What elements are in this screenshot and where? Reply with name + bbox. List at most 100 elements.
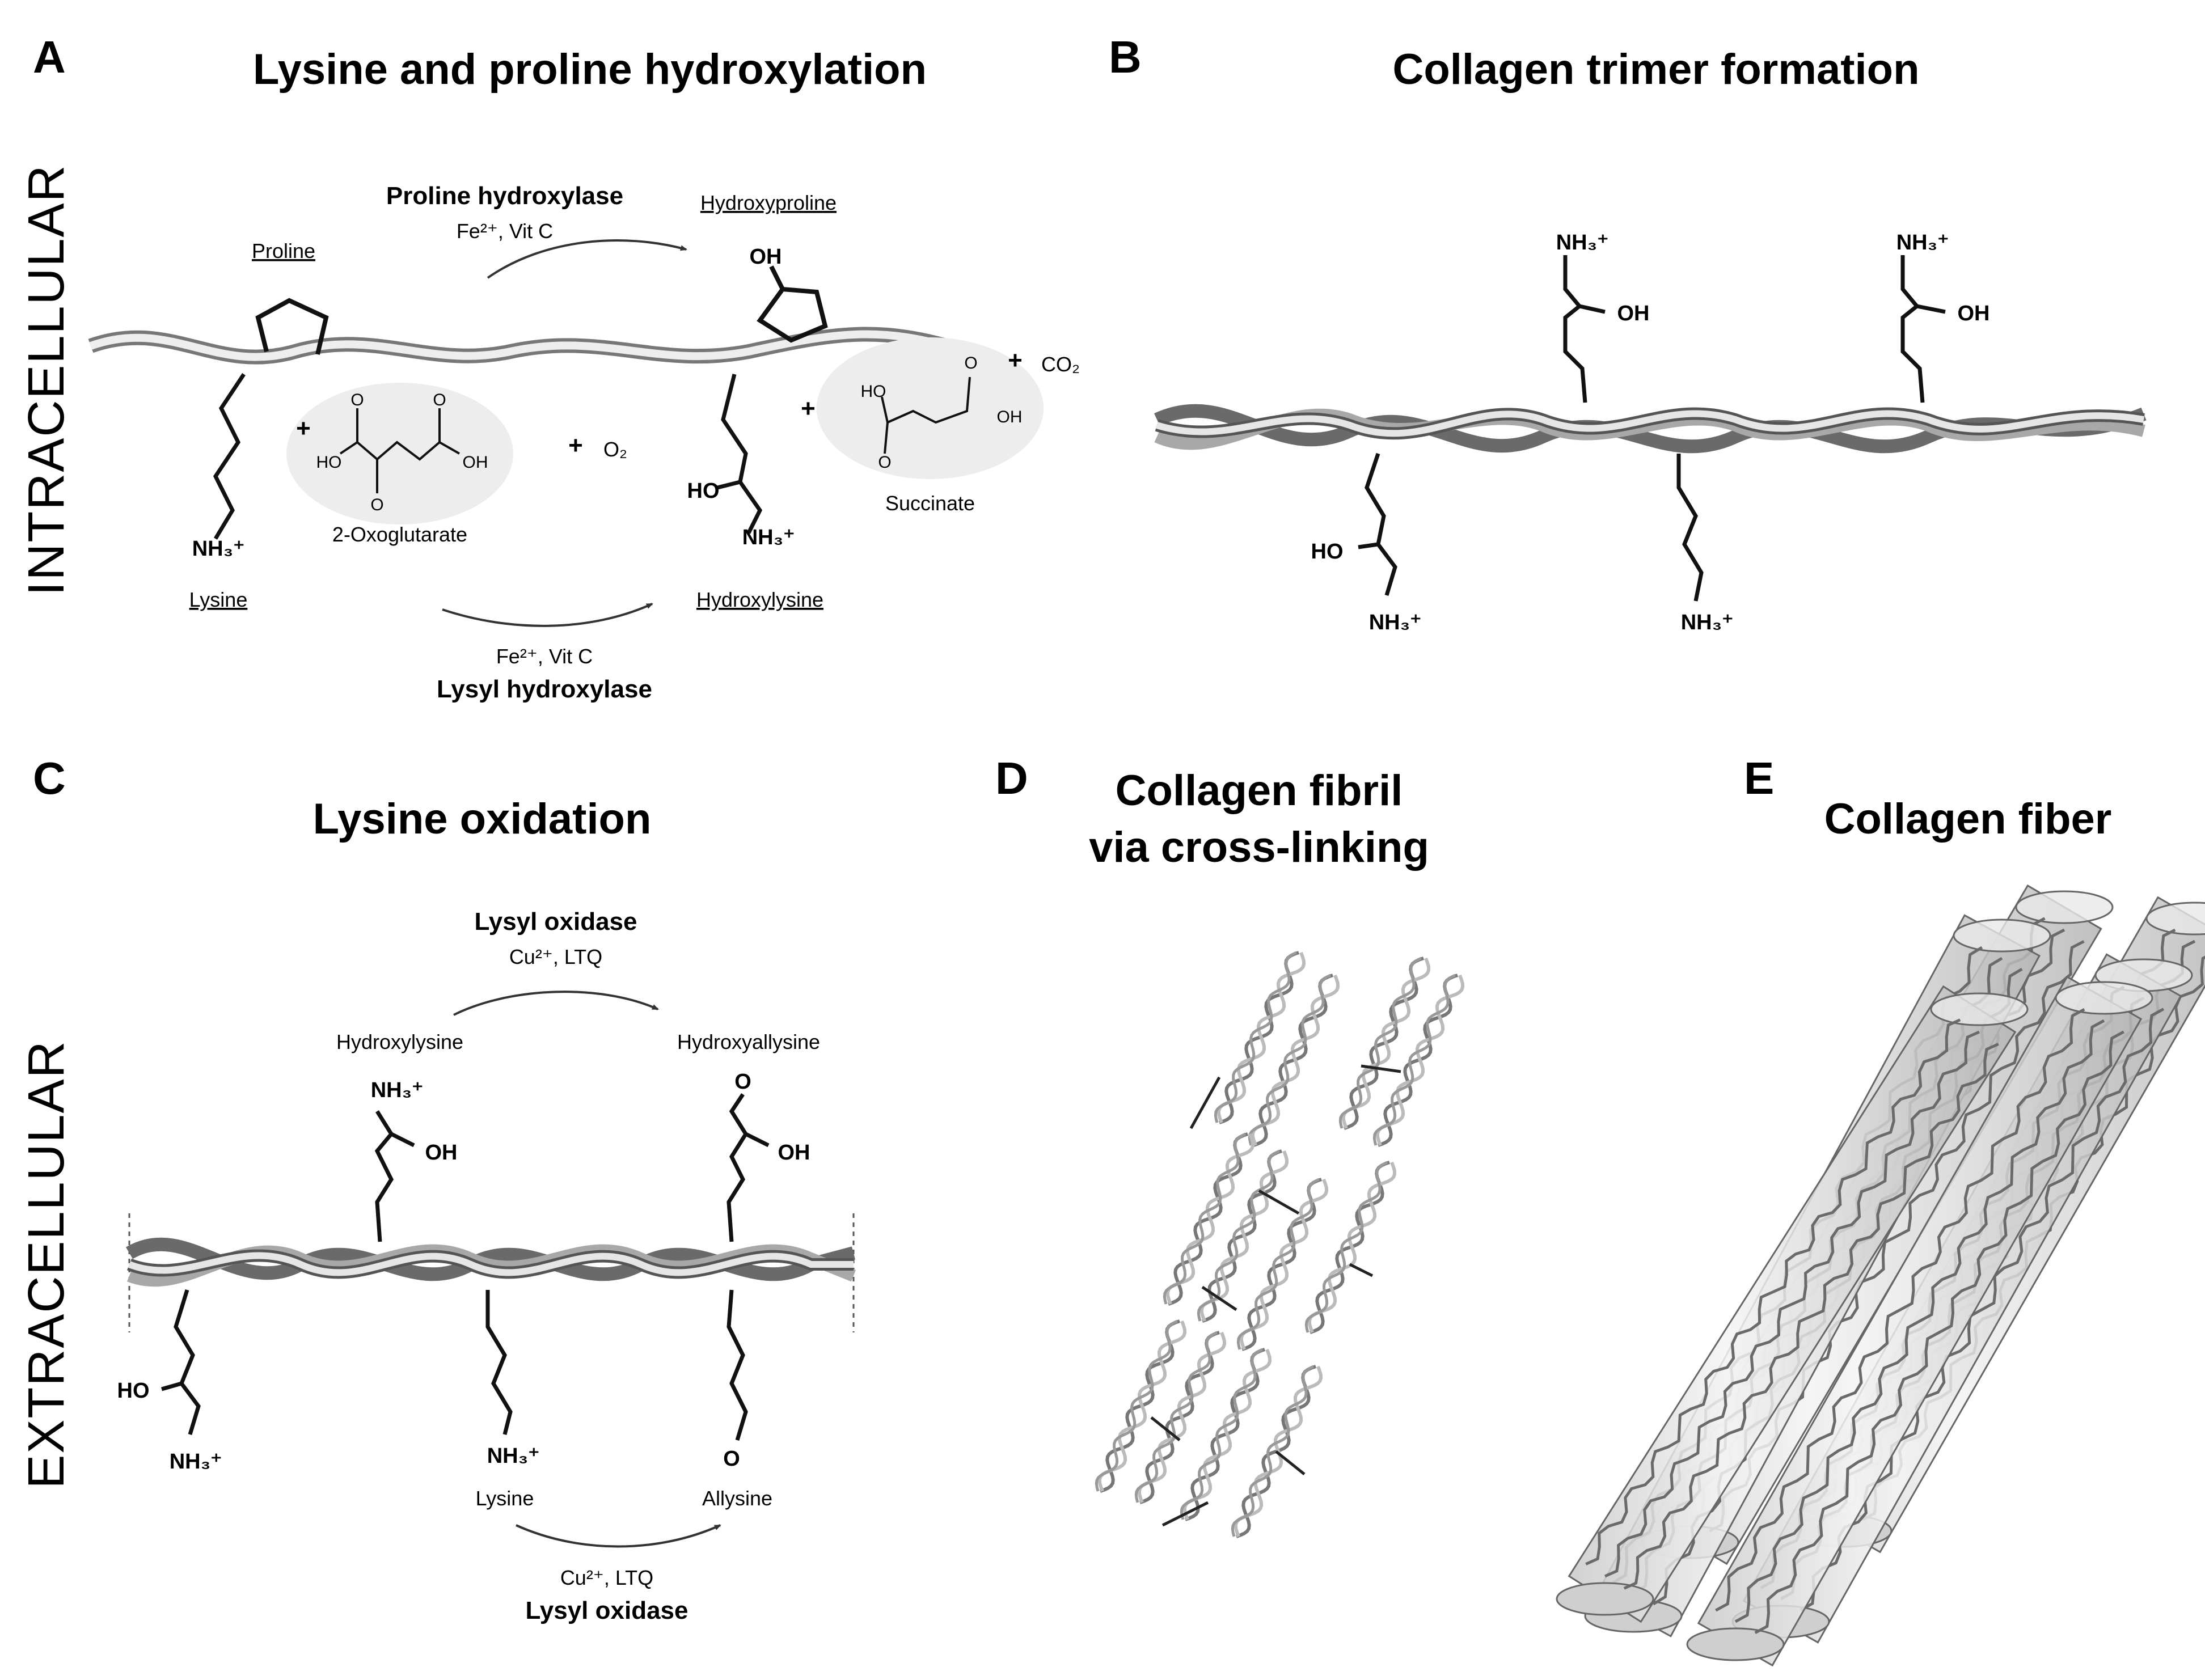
cross-link	[1349, 1263, 1374, 1277]
succinate-o1: O	[878, 453, 891, 472]
b-nh3-3: NH₃⁺	[1369, 611, 1422, 634]
panel-b: B Collagen trimer formation NH₃⁺ OH NH₃⁺…	[1109, 32, 2147, 634]
helix-strand	[1372, 974, 1456, 1146]
succinate-label: Succinate	[885, 492, 975, 515]
c-top-enzyme: Lysyl oxidase	[475, 908, 637, 936]
plus-1: +	[296, 414, 311, 442]
fiber-cylinder	[1556, 985, 2029, 1623]
oxoglutarate-o1: O	[350, 391, 364, 409]
helix-strand	[1185, 1348, 1265, 1521]
panel-a-title: Lysine and proline hydroxylation	[253, 45, 927, 94]
b-sidechain-4	[1676, 454, 1704, 602]
helix-strand	[1378, 974, 1458, 1147]
hydroxylysine-label: Hydroxylysine	[696, 588, 823, 611]
c-top-cofactor: Cu²⁺, LTQ	[509, 945, 602, 968]
peptide-backbone	[88, 327, 967, 365]
lysine-nh3: NH₃⁺	[192, 537, 245, 561]
proline-hydroxylase-cofactor: Fe²⁺, Vit C	[457, 219, 553, 243]
helix-strand	[1248, 974, 1332, 1146]
c-nh3-3: NH₃⁺	[487, 1444, 540, 1468]
c-oh-1: OH	[425, 1141, 458, 1165]
oxoglutarate-o2: O	[370, 496, 383, 514]
panel-d: D Collagen fibril via cross-linking	[995, 753, 1465, 1538]
helix-strand	[1231, 1365, 1315, 1537]
c-sidechain-down-1	[174, 1289, 201, 1436]
helix-strand	[1338, 957, 1422, 1129]
helix-strand	[1095, 1319, 1178, 1492]
mini-triple-helix	[1134, 1331, 1227, 1504]
helix-strand	[1180, 1348, 1264, 1520]
b-nh3-2: NH₃⁺	[1896, 231, 1949, 255]
cross-link	[1150, 1416, 1181, 1441]
plus-3: +	[801, 395, 816, 422]
oxoglutarate-ho: HO	[316, 453, 342, 472]
cross-link	[1201, 1285, 1237, 1311]
oxoglutarate-label: 2-Oxoglutarate	[332, 523, 467, 546]
plus-2: +	[568, 431, 583, 459]
helix-strand	[1182, 1348, 1272, 1521]
extracellular-label: EXTRACELLULAR	[18, 1040, 75, 1488]
succinate-structure	[881, 376, 971, 424]
c-hydroxyallysine-label: Hydroxyallysine	[677, 1030, 820, 1053]
mini-triple-helix	[1180, 1348, 1272, 1521]
helix-strand	[1168, 1132, 1248, 1306]
c-bottom-cofactor: Cu²⁺, LTQ	[560, 1566, 653, 1589]
b-sidechain-3	[1365, 452, 1397, 596]
b-sidechain-1	[1563, 255, 1587, 403]
helix-strand	[1199, 1150, 1289, 1322]
helix-strand	[1253, 974, 1333, 1147]
panel-e-letter: E	[1744, 753, 1774, 803]
c-lysine-label: Lysine	[476, 1487, 534, 1510]
c-top-arrow	[453, 991, 659, 1016]
mini-triple-helix	[1338, 957, 1431, 1130]
triple-helix-b	[1154, 404, 2147, 454]
helix-strand	[1214, 951, 1298, 1123]
panel-b-letter: B	[1109, 32, 1142, 82]
panel-d-letter: D	[995, 753, 1028, 803]
panel-e-title: Collagen fiber	[1824, 795, 2112, 843]
lysyl-hydroxylase-cofactor: Fe²⁺, Vit C	[496, 645, 593, 668]
helix-strand	[1715, 1008, 2085, 1612]
helix-strand	[1604, 1030, 1980, 1578]
hydroxylysine-sidechain	[721, 374, 763, 534]
panel-a-letter: A	[33, 32, 66, 82]
c-nh3-2: NH₃⁺	[170, 1450, 222, 1474]
c-allysine-label: Allysine	[702, 1487, 772, 1510]
plus-4: +	[1008, 346, 1023, 374]
hydroxyproline-ring	[757, 265, 828, 343]
mini-triple-helix	[1304, 1161, 1397, 1334]
c-bottom-arrow	[516, 1524, 721, 1548]
hydroxyproline-label: Hydroxyproline	[700, 191, 837, 214]
collagen-fibril	[1095, 951, 1465, 1538]
lysyl-hydroxylase-arrow	[442, 603, 653, 627]
b-ho-1: HO	[1311, 540, 1344, 564]
helix-strand	[1754, 1030, 2124, 1634]
helix-strand	[1202, 1149, 1282, 1323]
hydroxylysine-ho: HO	[687, 479, 720, 503]
co2-label: CO₂	[1041, 353, 1080, 376]
c-o-2: O	[723, 1447, 740, 1471]
helix-strand	[1239, 1178, 1329, 1351]
hydroxyproline-oh: OH	[750, 245, 782, 269]
lysine-label: Lysine	[189, 588, 248, 611]
fiber-cylinder	[1686, 975, 2153, 1667]
panel-c: C Lysine oxidation EXTRACELLULAR Lysyl o…	[18, 753, 856, 1624]
c-sidechain-allysine	[726, 1289, 748, 1441]
c-nh3-1: NH₃⁺	[371, 1078, 424, 1102]
hydroxylysine-nh3: NH₃⁺	[742, 526, 795, 549]
mini-triple-helix	[1236, 1178, 1329, 1351]
panel-a: A Lysine and proline hydroxylation INTRA…	[18, 32, 1080, 703]
succinate-ho: HO	[861, 382, 886, 401]
cross-link	[1258, 1189, 1300, 1215]
c-sidechain-hydroxyallysine	[726, 1093, 749, 1242]
cross-link	[1161, 1501, 1209, 1527]
succinate-oh: OH	[997, 408, 1023, 426]
helix-strand	[1100, 1319, 1180, 1493]
c-sidechain-lysine	[485, 1290, 513, 1435]
triple-helix-c	[125, 1237, 856, 1287]
helix-strand	[1139, 1331, 1220, 1504]
helix-strand	[1134, 1331, 1218, 1503]
cross-link	[1189, 1076, 1221, 1129]
c-bottom-enzyme: Lysyl oxidase	[526, 1597, 688, 1624]
helix-strand	[1165, 1133, 1255, 1305]
